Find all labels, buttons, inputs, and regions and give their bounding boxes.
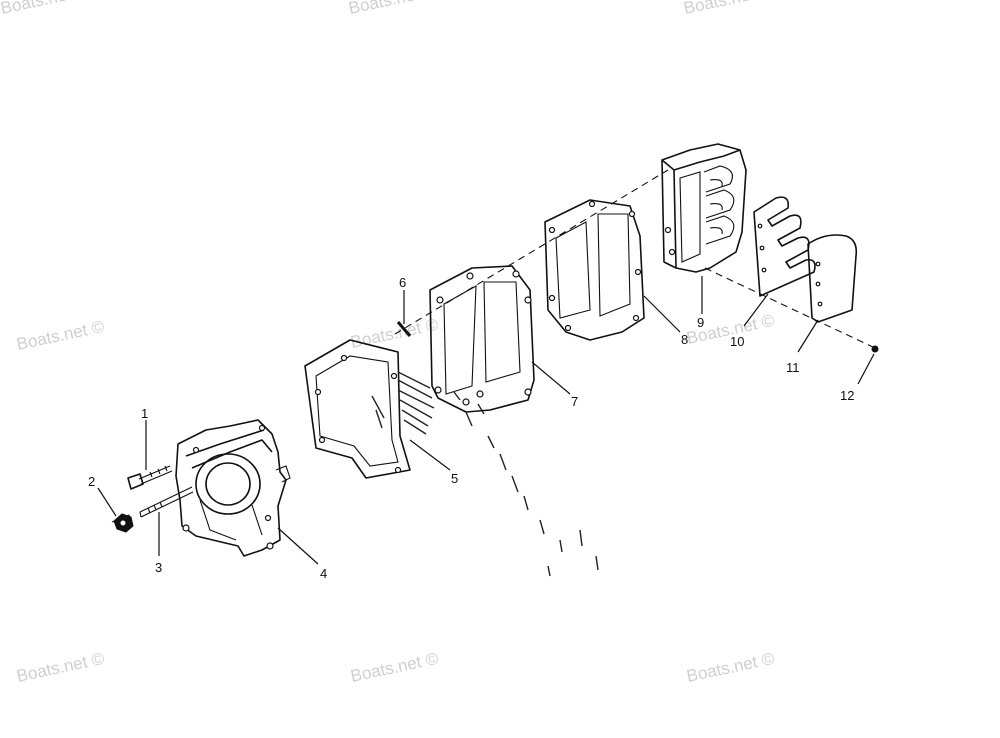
- part-12-screw: [871, 345, 879, 353]
- callout-4: 4: [320, 566, 327, 581]
- part-1-screw: [127, 465, 173, 490]
- part-7-reed-plate: [429, 265, 535, 413]
- callout-12: 12: [840, 388, 854, 403]
- callout-10: 10: [730, 334, 744, 349]
- callout-7: 7: [571, 394, 578, 409]
- part-10-reed-petals: [753, 196, 816, 297]
- watermarks: Boats.net © Boats.net © Boats.net © Boat…: [0, 0, 776, 686]
- callout-2: 2: [88, 474, 95, 489]
- callout-8: 8: [681, 332, 688, 347]
- part-9-reed-block: [661, 143, 747, 273]
- watermark: Boats.net ©: [15, 317, 107, 354]
- callout-5: 5: [451, 471, 458, 486]
- part-3-stud: [139, 486, 194, 518]
- print-smudge: [371, 371, 599, 577]
- callout-3: 3: [155, 560, 162, 575]
- part-11-reed-stop: [807, 234, 858, 323]
- part-5-gasket: [304, 339, 599, 577]
- watermark: Boats.net ©: [685, 649, 777, 686]
- callout-1: 1: [141, 406, 148, 421]
- callouts: 1 2 3 4 5 6 7 8 9 10 11 12: [88, 275, 854, 581]
- leader-lines: [97, 276, 875, 565]
- watermark: Boats.net ©: [349, 649, 441, 686]
- callout-6: 6: [399, 275, 406, 290]
- part-2-nut: [113, 513, 134, 533]
- watermark: Boats.net ©: [15, 649, 107, 686]
- assembly-axis: [111, 169, 876, 523]
- watermark: Boats.net ©: [347, 0, 439, 18]
- part-4-adaptor-plate: [175, 419, 291, 557]
- watermark: Boats.net ©: [682, 0, 774, 18]
- callout-9: 9: [697, 315, 704, 330]
- part-8-gasket: [544, 199, 645, 341]
- callout-11: 11: [786, 360, 800, 375]
- part-6-pin: [396, 321, 412, 337]
- watermark: Boats.net ©: [349, 315, 441, 352]
- watermark: Boats.net ©: [0, 0, 90, 18]
